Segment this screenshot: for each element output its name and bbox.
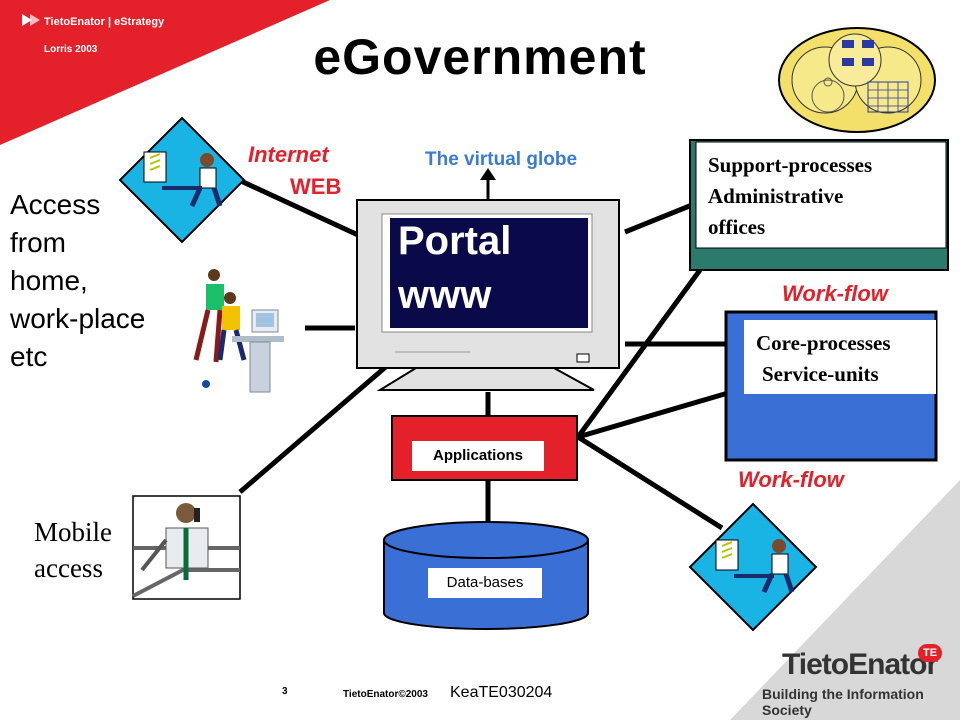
- brand-mark-icon: [22, 14, 40, 26]
- access-line: home,: [10, 265, 88, 296]
- portal-subtitle: www: [398, 273, 492, 317]
- tietoenator-logo: TietoEnator: [782, 648, 938, 681]
- support-processes-box: [689, 139, 949, 271]
- web-label: WEB: [290, 174, 342, 199]
- mobile-user-icon: [132, 495, 241, 600]
- strategy-diagram-icon: [778, 27, 936, 133]
- mobile-line: access: [34, 553, 103, 583]
- brand-divider: |: [107, 16, 115, 28]
- author-line: Lorris 2003: [44, 44, 98, 55]
- access-line: from: [10, 227, 66, 258]
- te-badge-icon: TE: [918, 644, 942, 662]
- product-name: eStrategy: [114, 16, 165, 28]
- page-number: 3: [282, 686, 288, 697]
- service-user-icon: [688, 502, 818, 632]
- core-line: Service-units: [762, 362, 879, 386]
- company-name: TietoEnator: [44, 16, 105, 28]
- globe-arrow-icon: [480, 168, 496, 200]
- mobile-line: Mobile: [34, 517, 112, 547]
- support-line: Support-processes: [708, 153, 873, 177]
- mobile-access-text: Mobile access: [34, 514, 112, 586]
- copyright-text: TietoEnator©2003: [343, 689, 428, 700]
- core-processes-text: Core-processes Service-units: [756, 328, 891, 390]
- office-workers-icon: [193, 269, 284, 393]
- support-processes-text: Support-processes Administrative offices: [708, 150, 872, 243]
- grey-corner-banner: [730, 480, 960, 720]
- access-line: Access: [10, 189, 101, 220]
- support-line: Administrative: [708, 184, 844, 208]
- internet-label: Internet: [248, 142, 329, 167]
- core-line: Core-processes: [756, 331, 891, 355]
- page-title: eGovernment: [313, 29, 647, 85]
- workflow-label-upper: Work-flow: [782, 281, 888, 306]
- access-text: Access from home, work-place etc: [10, 186, 145, 376]
- connector-lines: [226, 172, 729, 531]
- portal-monitor: [356, 199, 620, 391]
- access-line: work-place: [10, 303, 146, 334]
- document-code: KeaTE030204: [450, 684, 553, 701]
- virtual-globe-label: The virtual globe: [425, 149, 578, 170]
- workflow-label-lower: Work-flow: [738, 467, 844, 492]
- red-corner-banner: [0, 0, 330, 145]
- applications-label: Applications: [412, 441, 544, 471]
- portal-screen-text: Portal www: [398, 214, 511, 322]
- database-label: Data-bases: [428, 568, 542, 598]
- support-line: offices: [708, 215, 766, 239]
- home-user-icon: [118, 116, 246, 244]
- company-tagline: Building the Information Society: [762, 686, 924, 718]
- access-line: etc: [10, 341, 48, 372]
- brand-header: TietoEnator | eStrategy: [44, 16, 164, 28]
- portal-title: Portal: [398, 219, 512, 263]
- core-processes-box: [724, 310, 938, 462]
